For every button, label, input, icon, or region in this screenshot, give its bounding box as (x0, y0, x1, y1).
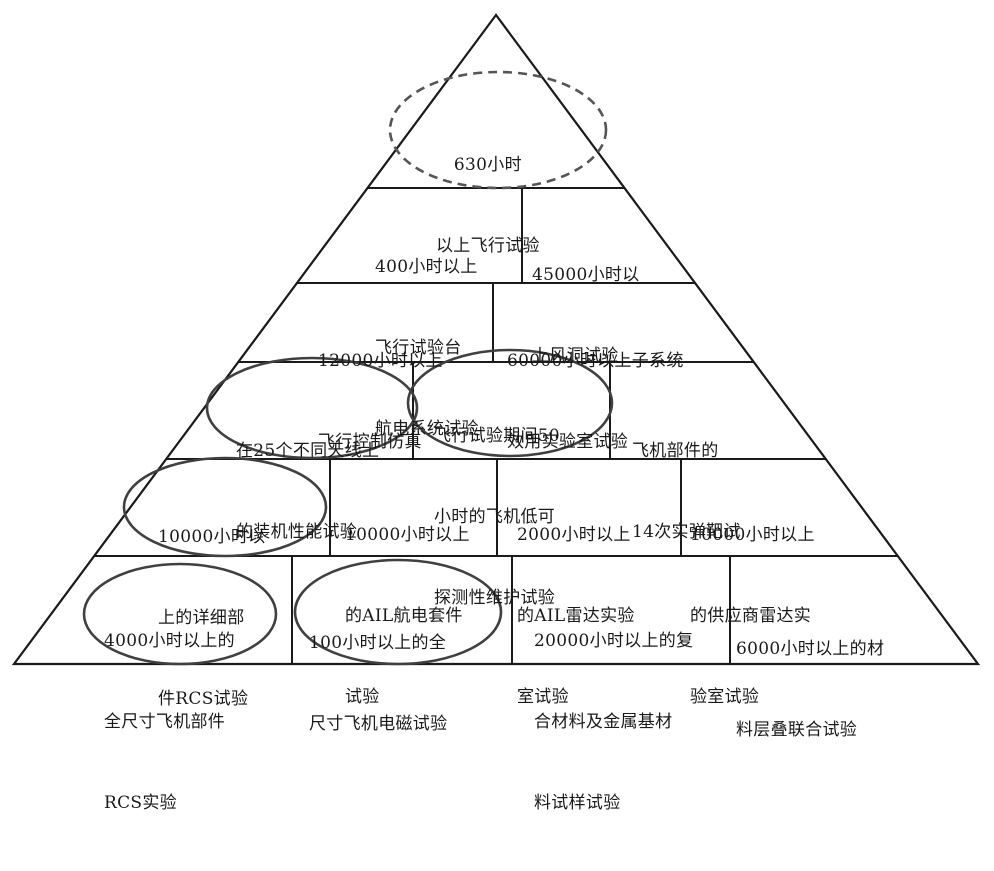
cell-line: 10000小时以 (158, 527, 266, 547)
cell-line: 料层叠联合试验 (736, 720, 858, 740)
tier5-cell3: 6000小时以上的材 料层叠联合试验 (736, 582, 884, 798)
cell-line: 上风洞试验 (532, 346, 619, 366)
pyramid-triangle (11, 13, 981, 666)
tier2-cell0: 12000小时以上 飞行控制仿真 (318, 294, 443, 510)
cell-line: 400小时以上 (375, 257, 478, 277)
tier1-cell0: 400小时以上 飞行试验台 航电系统试验 (375, 200, 479, 497)
cell-line: 20000小时以上的复 (534, 631, 694, 651)
cell-line: 12000小时以上 (318, 351, 443, 371)
highlight-ellipse (122, 456, 328, 558)
cell-line: 飞行试验期间50 (434, 426, 561, 446)
cell-line: 合材料及金属基材 (534, 712, 673, 732)
pyramid-outline (11, 13, 981, 666)
tier5-cell0: 4000小时以上的 全尺寸飞机部件 RCS实验 (104, 574, 235, 871)
highlight-ellipse (205, 356, 419, 460)
test-pyramid-diagram: 630小时 以上飞行试验 400小时以上 飞行试验台 航电系统试验 45000小… (11, 13, 981, 813)
cell-line: 10000小时以上 (345, 525, 470, 545)
highlight-ellipse (82, 562, 278, 666)
cell-line: 45000小时以 (532, 265, 640, 285)
cell-line: 的供应商雷达实 (690, 606, 812, 626)
highlight-ellipse (406, 348, 614, 458)
cell-line: 全尺寸飞机部件 (104, 712, 226, 732)
cell-line: 以上飞行试验 (436, 236, 540, 256)
cell-line: 飞行试验台 (375, 338, 462, 358)
cell-line: 60000小时以上子系统 (507, 351, 684, 371)
cell-line: 在25个不同天线上 (236, 441, 380, 461)
cell-line: 2000小时以上 (517, 525, 631, 545)
tier4-cell2: 2000小时以上 的AIL雷达实验 室试验 (517, 468, 635, 765)
dashed-highlight-ellipse (388, 70, 608, 190)
cell-line: 4000小时以上的 (104, 631, 235, 651)
tier5-cell1: 100小时以上的全 尺寸飞机电磁试验 (309, 576, 447, 792)
cell-line: 探测性维护试验 (434, 588, 556, 608)
cell-line: 的AIL航电套件 (345, 606, 463, 626)
tier1-cell1: 45000小时以 上风洞试验 (532, 208, 639, 424)
tier3-cell1: 飞行试验期间50 小时的飞机低可 探测性维护试验 (434, 369, 560, 666)
tier0-cell0: 630小时 以上飞行试验 (436, 98, 540, 314)
tier5-cell2: 20000小时以上的复 合材料及金属基材 料试样试验 (534, 574, 693, 871)
cell-line: 100小时以上的全 (309, 633, 447, 653)
cell-line: 10000小时以上 (690, 525, 815, 545)
cell-line: 14次实弹靶试 (632, 522, 741, 542)
cell-line: 的装机性能试验 (236, 522, 358, 542)
tier4-cell1: 10000小时以上 的AIL航电套件 试验 (345, 468, 470, 765)
tier3-cell2: 飞机部件的 14次实弹靶试 (632, 384, 741, 600)
tier2-cell1: 60000小时以上子系统 效用实验室试验 (507, 294, 684, 510)
cell-line: 630小时 (453, 155, 522, 175)
cell-line: 6000小时以上的材 (736, 639, 885, 659)
cell-line: 的AIL雷达实验 (517, 606, 635, 626)
cell-line: 小时的飞机低可 (434, 507, 556, 527)
cell-line: 飞行控制仿真 (318, 432, 422, 452)
cell-line: 效用实验室试验 (507, 432, 629, 452)
cell-line: 料试样试验 (534, 793, 621, 813)
cell-line: 上的详细部 (158, 608, 245, 628)
tier3-cell0: 在25个不同天线上 的装机性能试验 (236, 384, 379, 600)
cell-line: RCS实验 (104, 793, 177, 813)
cell-line: 飞机部件的 (632, 441, 719, 461)
cell-line: 航电系统试验 (375, 419, 479, 439)
cell-line: 尺寸飞机电磁试验 (309, 714, 448, 734)
highlight-ellipse (293, 558, 503, 666)
